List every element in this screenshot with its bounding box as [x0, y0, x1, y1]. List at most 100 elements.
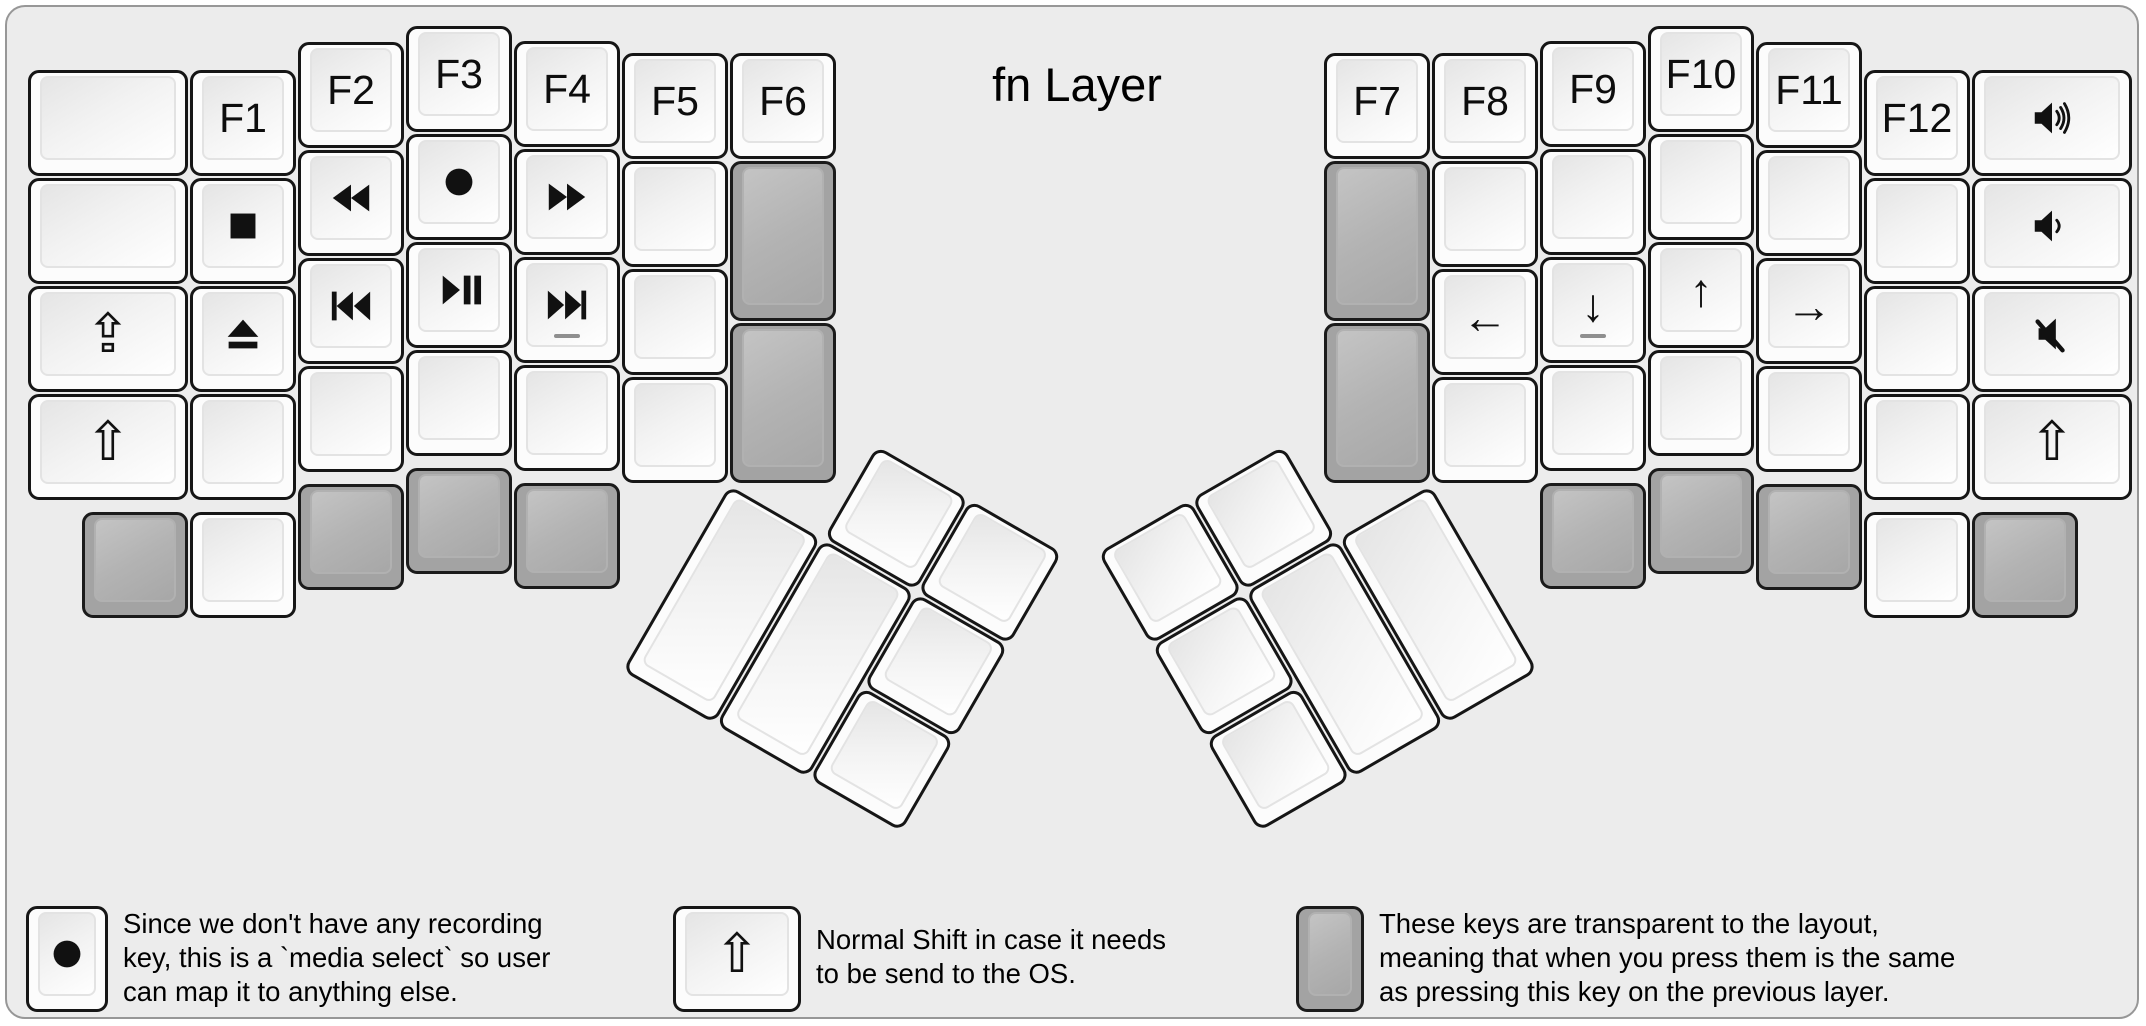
key-fast-forward[interactable] [514, 149, 620, 255]
key-record[interactable] [406, 134, 512, 240]
key-label: F4 [543, 65, 591, 112]
key-transparent[interactable] [1324, 161, 1430, 321]
record-icon [53, 940, 81, 968]
key-transparent[interactable] [1324, 323, 1430, 483]
keycap-top [526, 489, 608, 573]
key-eject[interactable] [190, 286, 296, 392]
keycap-top [742, 167, 824, 305]
key-blank[interactable] [1540, 149, 1646, 255]
key-blank[interactable] [28, 70, 188, 176]
key-transparent[interactable] [1972, 512, 2078, 618]
key-blank[interactable] [28, 178, 188, 284]
key-blank[interactable] [1864, 394, 1970, 500]
homing-bar [1580, 334, 1606, 338]
volume-up-icon [2034, 102, 2071, 134]
key-blank[interactable] [1756, 150, 1862, 256]
key-f1[interactable]: F1 [190, 70, 296, 176]
key-transparent[interactable] [298, 484, 404, 590]
key-f9[interactable]: F9 [1540, 41, 1646, 147]
key-transparent[interactable] [82, 512, 188, 618]
keycap-top [202, 400, 284, 484]
keycap-top [1876, 518, 1958, 602]
keycap-top [310, 372, 392, 456]
keycap-top [1984, 292, 2120, 376]
key-f7[interactable]: F7 [1324, 53, 1430, 159]
key-f6[interactable]: F6 [730, 53, 836, 159]
keycap-top [1336, 167, 1418, 305]
key-blank[interactable] [1756, 366, 1862, 472]
key-shift-right[interactable]: ⇧ [1972, 394, 2132, 500]
keycap-top: → [1768, 264, 1850, 348]
key-blank[interactable] [1432, 161, 1538, 267]
keycap-top: F3 [418, 32, 500, 116]
keycap-top [1552, 489, 1634, 573]
key-caps-lock[interactable]: ⇪ [28, 286, 188, 392]
key-label: F1 [219, 94, 267, 141]
key-blank[interactable] [1648, 350, 1754, 456]
key-f5[interactable]: F5 [622, 53, 728, 159]
key-blank[interactable] [406, 350, 512, 456]
keycap-top [1768, 372, 1850, 456]
key-f12[interactable]: F12 [1864, 70, 1970, 176]
key-blank[interactable] [622, 269, 728, 375]
key-f10[interactable]: F10 [1648, 26, 1754, 132]
key-f8[interactable]: F8 [1432, 53, 1538, 159]
key-play-pause[interactable] [406, 242, 512, 348]
keycap-top [1984, 76, 2120, 160]
keycap-top [1336, 329, 1418, 467]
key-blank[interactable] [1864, 512, 1970, 618]
keycap-top [1876, 184, 1958, 268]
key-blank[interactable] [622, 161, 728, 267]
key-f3[interactable]: F3 [406, 26, 512, 132]
key-arrow-left[interactable]: ← [1432, 269, 1538, 375]
key-arrow-right[interactable]: → [1756, 258, 1862, 364]
keycap-top: ⇧ [40, 400, 176, 484]
key-shift-left[interactable]: ⇧ [28, 394, 188, 500]
keycap-top: ⇧ [1984, 400, 2120, 484]
key-blank[interactable] [622, 377, 728, 483]
keycap-top: F12 [1876, 76, 1958, 160]
key-volume-down[interactable] [1972, 178, 2132, 284]
key-blank[interactable] [190, 512, 296, 618]
key-blank[interactable] [190, 394, 296, 500]
key-blank[interactable] [1864, 286, 1970, 392]
key-f2[interactable]: F2 [298, 42, 404, 148]
key-blank[interactable] [1540, 365, 1646, 471]
keycap-top [1984, 184, 2120, 268]
keycap-top: F6 [742, 59, 824, 143]
key-next-track[interactable] [514, 257, 620, 363]
key-transparent[interactable] [514, 483, 620, 589]
keycap-top [1768, 490, 1850, 574]
key-transparent[interactable] [1756, 484, 1862, 590]
key-arrow-up[interactable]: ↑ [1648, 242, 1754, 348]
caps-lock-icon: ⇪ [85, 304, 131, 364]
key-transparent[interactable] [406, 468, 512, 574]
keycap-top: F4 [526, 47, 608, 131]
key-transparent[interactable] [730, 161, 836, 321]
key-transparent[interactable] [1540, 483, 1646, 589]
key-blank[interactable] [514, 365, 620, 471]
arrow-right-icon: → [1786, 280, 1832, 332]
stop-icon [230, 213, 256, 239]
key-f4[interactable]: F4 [514, 41, 620, 147]
key-prev-track[interactable] [298, 258, 404, 364]
layer-title: fn Layer [992, 58, 1162, 111]
key-transparent[interactable] [1648, 468, 1754, 574]
key-f11[interactable]: F11 [1756, 42, 1862, 148]
key-label: F9 [1569, 65, 1617, 112]
key-transparent[interactable] [730, 323, 836, 483]
key-blank[interactable] [1432, 377, 1538, 483]
key-stop[interactable] [190, 178, 296, 284]
keycap-top: F8 [1444, 59, 1526, 143]
key-blank[interactable] [1864, 178, 1970, 284]
key-label: F12 [1881, 94, 1953, 141]
key-blank[interactable] [1648, 134, 1754, 240]
key-rewind[interactable] [298, 150, 404, 256]
key-blank[interactable] [298, 366, 404, 472]
arrow-down-icon: ↓ [1581, 279, 1605, 331]
key-transparent-key-swatch [1296, 906, 1364, 1012]
key-arrow-down[interactable]: ↓ [1540, 257, 1646, 363]
key-volume-up[interactable] [1972, 70, 2132, 176]
key-mute[interactable] [1972, 286, 2132, 392]
keycap-top: F2 [310, 48, 392, 132]
